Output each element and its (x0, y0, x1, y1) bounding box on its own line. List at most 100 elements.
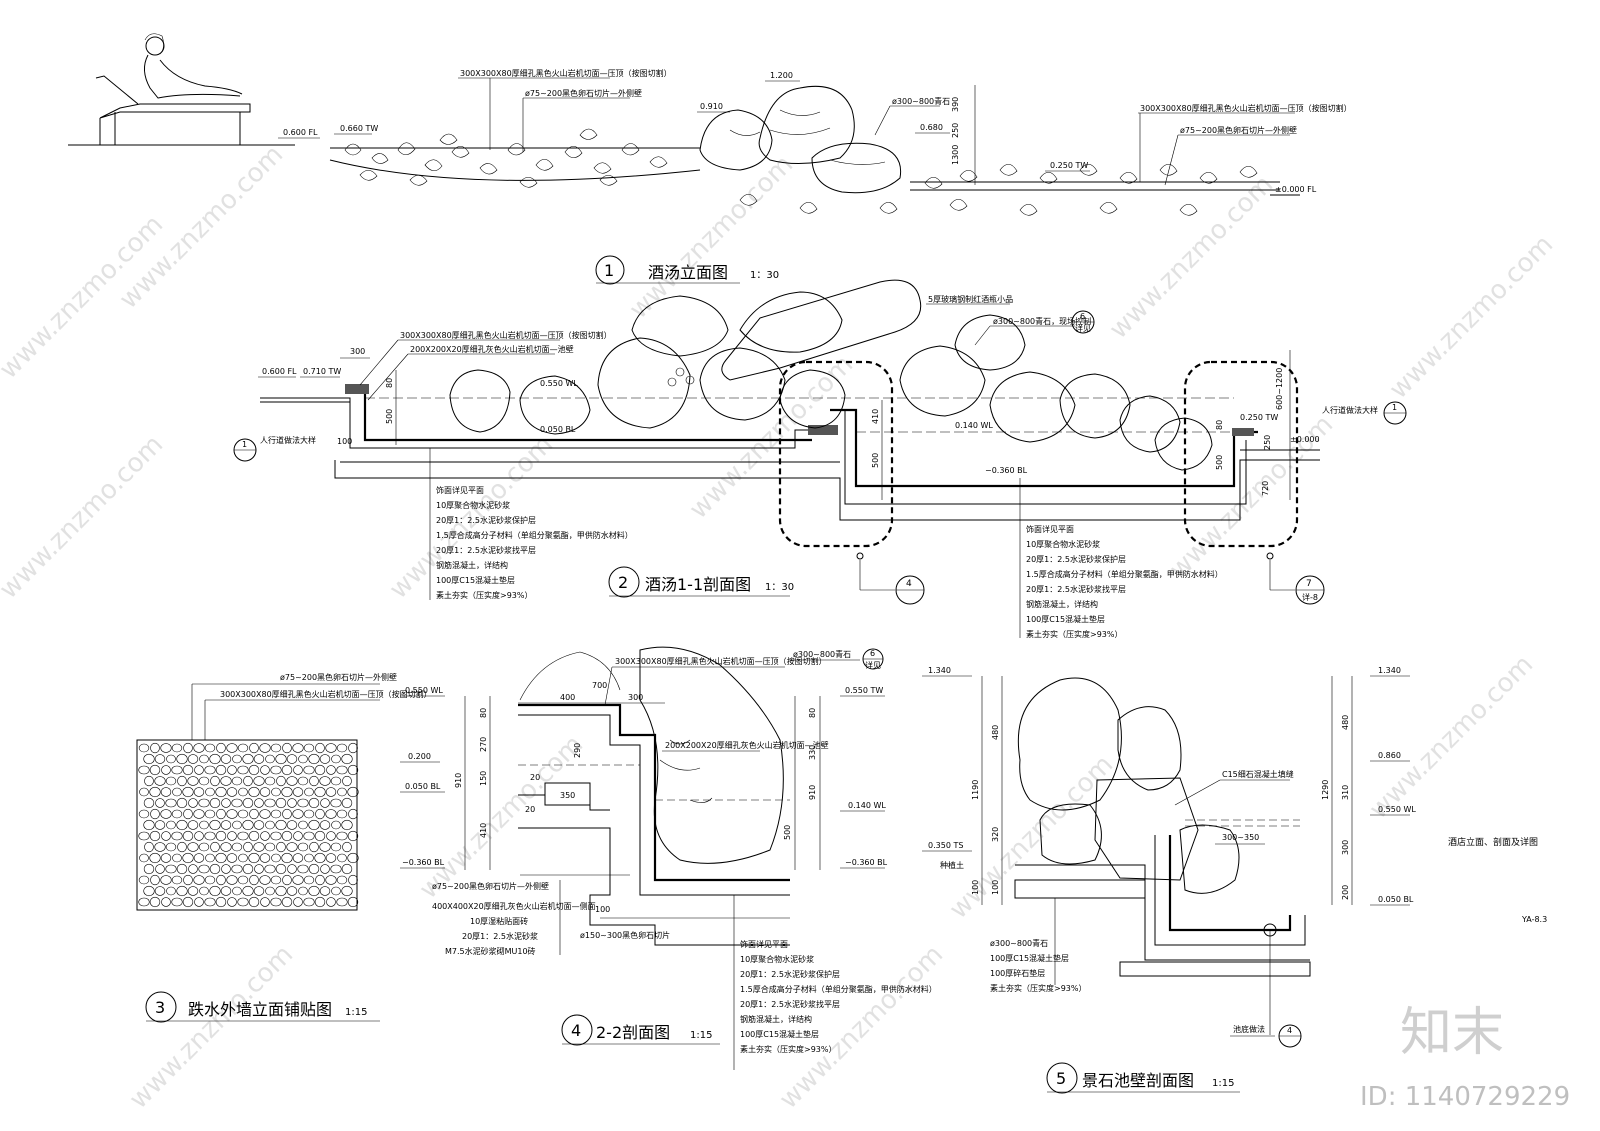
pebble-mark (336, 875, 348, 885)
pebble-mark (336, 809, 348, 819)
pebble-mark (297, 864, 309, 874)
pebble-mark (265, 820, 275, 830)
sec-dim-500b: 500 (871, 453, 880, 468)
pebble-mark (194, 765, 204, 775)
pebble-mark (150, 808, 160, 820)
pebble-mark (226, 853, 238, 863)
watermark-6: www.znzmo.com (684, 350, 859, 525)
layer-left-8: 素土夯实（压实度>93%） (436, 590, 532, 600)
pebble-mark (220, 776, 232, 786)
pebble-mark (303, 743, 315, 753)
sec-note-sidewalk: 人行道做法大样 (1322, 405, 1378, 415)
pebble-mark (149, 830, 161, 842)
elev-level-0600: 0.600 FL (283, 128, 318, 137)
d4-dim-910: 910 (454, 773, 463, 788)
pebble-mark (297, 776, 309, 786)
pebble-mark (198, 776, 210, 786)
pebble-mark (215, 830, 227, 842)
sec-level-0600: 0.600 FL (262, 367, 297, 376)
pebble-mark (182, 896, 194, 908)
pebble-mark (275, 753, 287, 765)
pebble-mark (287, 798, 297, 808)
d4-dim-80: 80 (479, 708, 488, 718)
callout-frame-4 (778, 360, 894, 548)
pebble-mark (292, 743, 304, 753)
pebble-mark (160, 853, 172, 863)
d4-dim-350: 350 (560, 791, 575, 800)
pebble-mark (253, 754, 265, 764)
callout-1-right-num: 1 (1392, 403, 1397, 412)
pebble-mark (177, 841, 187, 853)
pebble-mark (286, 886, 298, 896)
pebble-mark (347, 786, 359, 798)
pebble-mark (183, 874, 193, 886)
pebble-mark (330, 842, 342, 852)
pebble-mark (193, 743, 205, 753)
pebble-mark (199, 886, 209, 896)
pebble-mark (154, 776, 166, 786)
d4-level-0360bl-r: −0.360 BL (845, 858, 888, 867)
pebble-mark (254, 864, 264, 874)
pebble-mark (161, 831, 171, 841)
pebble-mark (347, 764, 359, 776)
d4-dim-150: 150 (479, 771, 488, 786)
pebble-mark (193, 809, 205, 819)
pebble-mark (304, 853, 314, 863)
elev-dim-250: 250 (951, 123, 960, 138)
pebble-mark (264, 864, 276, 874)
d5-concrete-layer (1119, 961, 1311, 977)
d3-note-coping: 300X300X80厚细孔黑色火山岩机切面—压顶（按图切割） (220, 689, 432, 699)
pebble-mark (150, 874, 160, 886)
pebble-mark (160, 875, 172, 885)
d4-dim-410: 410 (479, 823, 488, 838)
pebble-mark (253, 886, 265, 896)
view-1-scale: 1：30 (750, 270, 779, 281)
pebble-mark (342, 841, 352, 853)
d4-dim-100: 100 (595, 905, 610, 914)
elev-level-0250tw: 0.250 TW (1050, 161, 1088, 170)
pebble-mark (166, 820, 176, 830)
pebble-mark (325, 853, 337, 863)
pebble-mark (314, 896, 326, 908)
pebble-mark (198, 798, 210, 808)
pebble-mark (143, 885, 155, 897)
pebble-mark (293, 765, 303, 775)
wine-bottle-icon (667, 279, 922, 387)
pebble-mark (139, 787, 149, 797)
pebble-mark (264, 776, 276, 786)
sec-dim-600-1200: 600~1200 (1275, 368, 1284, 410)
d5-callout-4-num: 4 (1287, 1026, 1292, 1035)
view-3-pebble-wall: ø75~200黑色卵石切片—外侧壁 300X300X80厚细孔黑色火山岩机切面—… (136, 672, 432, 1023)
pebble-mark (242, 819, 254, 831)
elev-level-1200: 1.200 (770, 71, 793, 80)
elev-rocks (699, 85, 902, 194)
layer-left-4: 1.5厚合成高分子材料（单组分聚氨酯，甲供防水材料） (436, 530, 633, 540)
watermark-3: www.znzmo.com (0, 430, 169, 605)
pebble-mark (171, 809, 183, 819)
d5-dim-1290: 1290 (1321, 780, 1330, 800)
brand-watermark: 知末 (1400, 1003, 1504, 1063)
sec-dim-500: 500 (385, 409, 394, 424)
pebble-mark (303, 897, 315, 907)
pebble-mark (330, 864, 342, 874)
pebble-mark (303, 831, 315, 841)
pebble-mark (204, 809, 216, 819)
pebble-mark (165, 842, 177, 852)
pebble-mark (227, 765, 237, 775)
pebble-mark (286, 776, 298, 786)
d4-level-0200: 0.200 (408, 752, 431, 761)
pebble-mark (270, 831, 282, 841)
pebble-mark (319, 820, 331, 830)
pebble-mark (249, 874, 259, 886)
pebble-mark (143, 863, 155, 875)
pebble-mark (297, 842, 309, 852)
pebble-mark (348, 808, 358, 820)
pebble-mark (319, 842, 331, 852)
d4-level-0050bl: 0.050 BL (405, 782, 441, 791)
pebble-mark (187, 886, 199, 896)
pebble-mark (216, 874, 226, 886)
pebble-mark (314, 830, 326, 842)
pebble-mark (226, 787, 238, 797)
sec-level-0250tw: 0.250 TW (1240, 413, 1278, 422)
pebble-mark (326, 831, 336, 841)
